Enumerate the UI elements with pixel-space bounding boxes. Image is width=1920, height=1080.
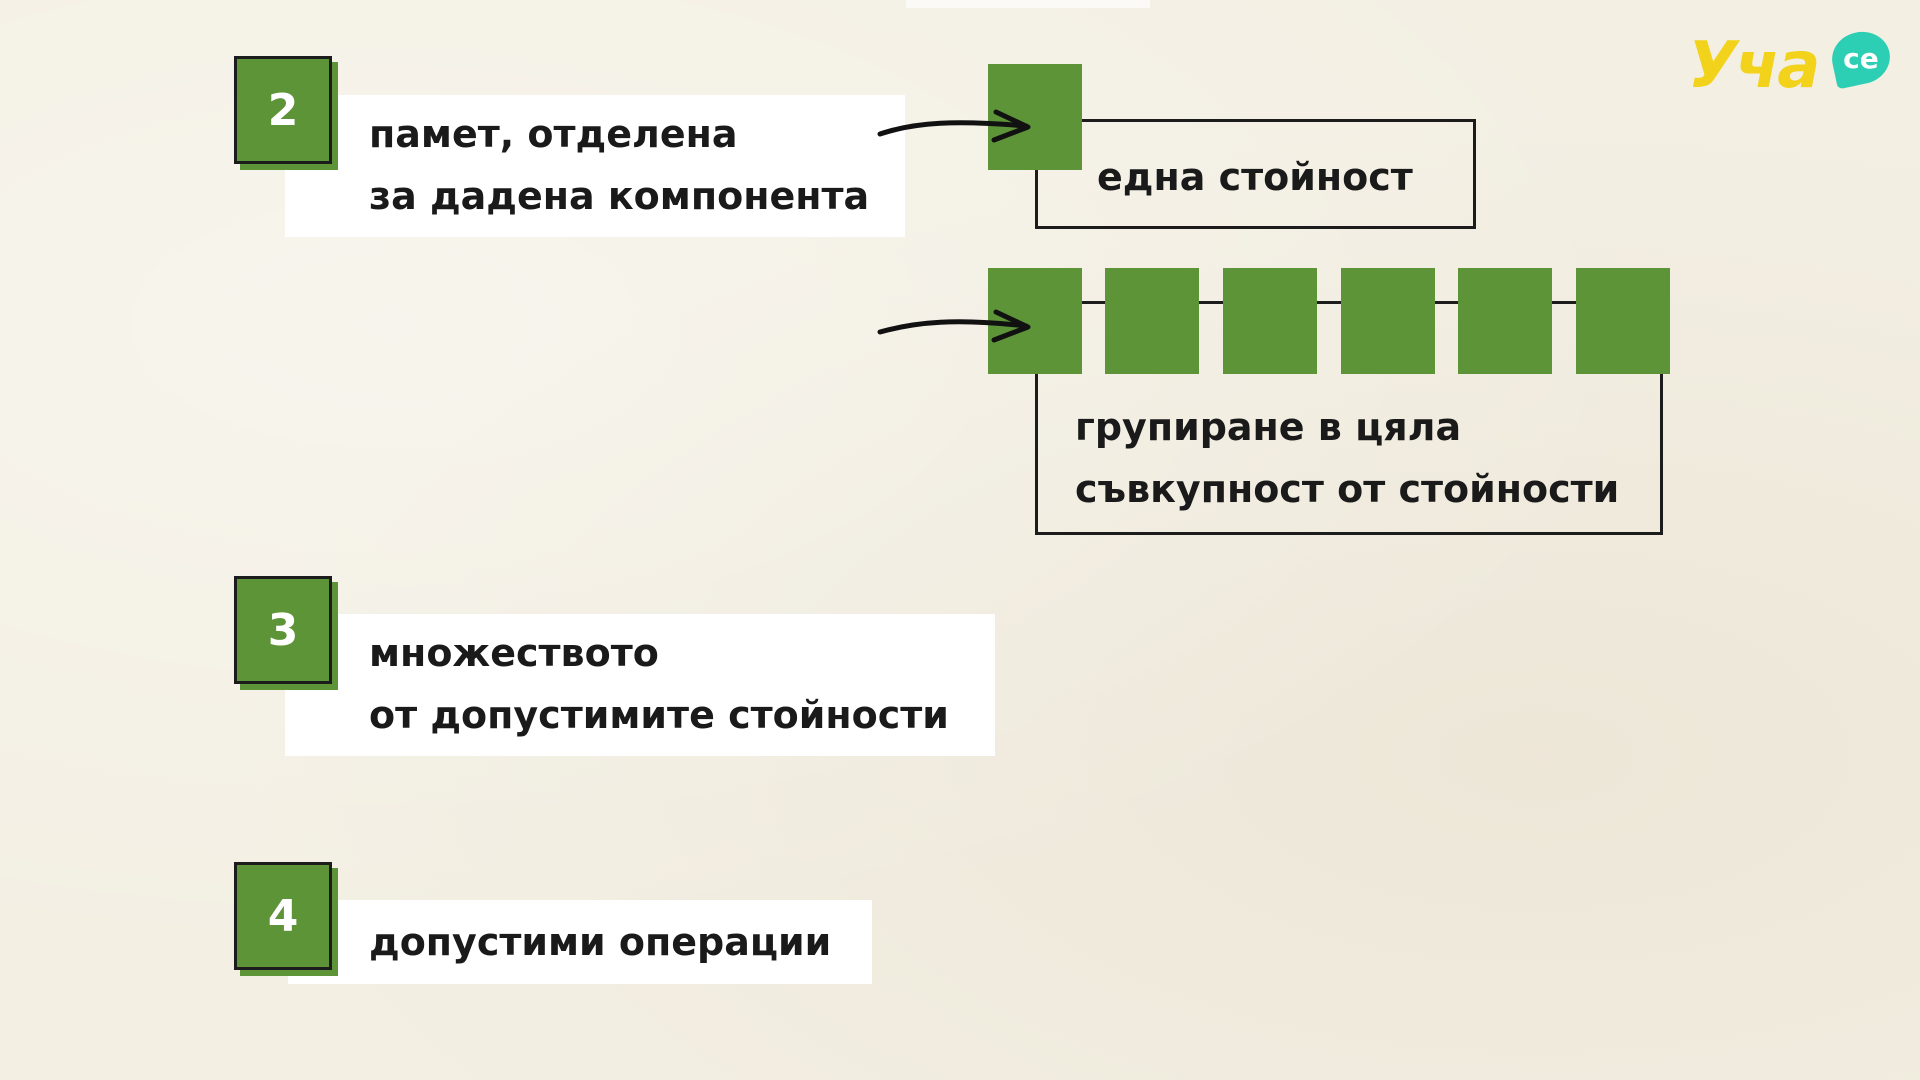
group-memory-cell	[1341, 268, 1435, 374]
logo-bubble-text: се	[1843, 41, 1879, 75]
logo-speech-bubble-icon: се	[1827, 26, 1895, 90]
step-badge-3: 3	[234, 576, 332, 684]
step-number: 4	[267, 890, 299, 942]
step-card-3: множеството от допустимите стойности	[285, 614, 995, 756]
logo-text: Уча	[1688, 29, 1820, 103]
step-text-line: множеството	[369, 631, 659, 675]
group-memory-cell	[1576, 268, 1670, 374]
group-memory-cell	[1458, 268, 1552, 374]
step-badge-2: 2	[234, 56, 332, 164]
step-badge-4: 4	[234, 862, 332, 970]
step-number: 2	[267, 84, 299, 136]
single-value-label: една стойност	[1097, 155, 1413, 199]
arrow-to-group	[877, 309, 1031, 343]
step-text-line: от допустимите стойности	[369, 693, 949, 737]
group-label-line: групиране в цяла	[1075, 405, 1462, 449]
group-label-line: съвкупност от стойности	[1075, 467, 1620, 511]
top-tab-decoration	[906, 0, 1150, 8]
group-memory-cell	[1223, 268, 1317, 374]
group-box	[1035, 372, 1663, 535]
uchase-logo: Уча се	[1688, 26, 1898, 106]
group-memory-cell	[1105, 268, 1199, 374]
step-text-line: за дадена компонента	[369, 174, 870, 218]
single-value-box	[1035, 119, 1476, 229]
step-text-line: памет, отделена	[369, 112, 738, 156]
step-text-line: допустими операции	[369, 920, 832, 964]
step-card-4: допустими операции	[288, 900, 872, 984]
step-number: 3	[267, 604, 299, 656]
group-memory-cell	[988, 268, 1082, 374]
step-card-2: памет, отделена за дадена компонента	[285, 95, 905, 237]
arrow-to-single-value	[877, 109, 1031, 143]
